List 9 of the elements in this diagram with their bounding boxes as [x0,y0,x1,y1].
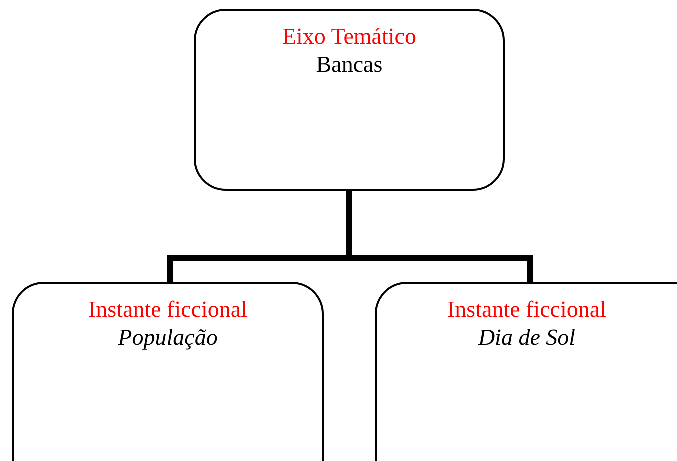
box-heading: Eixo Temático [281,23,418,51]
box-text: Dia de Sol [477,324,577,352]
rounded-box [375,282,677,461]
rounded-box [194,9,505,191]
box-text: Bancas [315,51,384,79]
box-heading: Instante ficcional [446,296,608,324]
box-text: População [117,324,219,352]
rounded-box [12,282,324,461]
box-heading: Instante ficcional [87,296,248,324]
